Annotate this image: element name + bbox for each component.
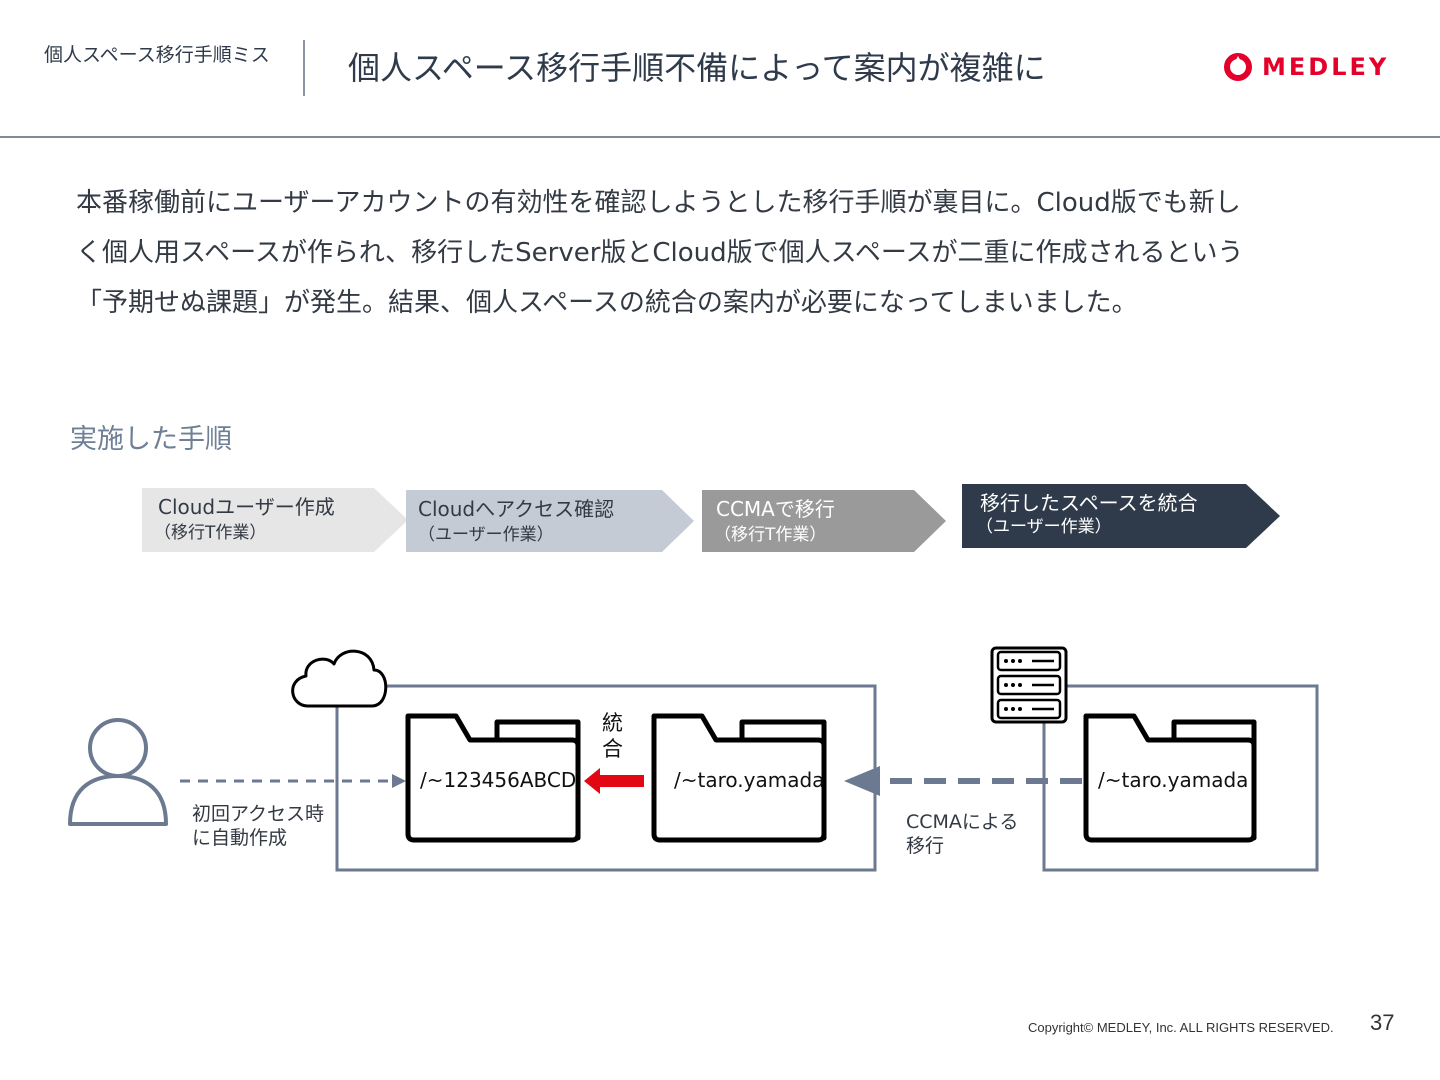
step-2-arrow-shape — [406, 490, 694, 552]
step-3-arrow-shape — [702, 490, 946, 552]
step-2: Cloudへアクセス確認 （ユーザー作業） — [406, 490, 694, 554]
server-icon — [990, 646, 1068, 724]
cloud-migrated-folder-path: /~taro.yamada — [674, 768, 825, 792]
step-2-label: Cloudへアクセス確認 — [418, 497, 615, 521]
body-line: く個人用スペースが作られ、移行したServer版とCloud版で個人スペースが二… — [76, 238, 1244, 268]
ccma-migration-arrow — [844, 766, 1086, 796]
folder-icon-cloud-new — [405, 713, 581, 843]
section-label: 個人スペース移行手順ミス — [44, 44, 270, 66]
server-folder-path: /~taro.yamada — [1098, 768, 1249, 792]
step-1-arrow-shape — [142, 488, 408, 552]
step-2-sub: （ユーザー作業） — [418, 525, 554, 545]
step-3: CCMAで移行 （移行T作業） — [702, 490, 946, 554]
body-line: 「予期せぬ課題」が発生。結果、個人スペースの統合の案内が必要になってしまいました… — [76, 288, 1138, 318]
cloud-icon — [291, 649, 388, 708]
body-paragraph: 本番稼働前にユーザーアカウントの有効性を確認しようとした移行手順が裏目に。Clo… — [76, 178, 1366, 328]
step-3-sub: （移行T作業） — [714, 525, 827, 545]
merge-label: 統合 — [602, 711, 623, 761]
step-4-label: 移行したスペースを統合 — [980, 491, 1198, 515]
step-4-sub: （ユーザー作業） — [976, 517, 1112, 537]
auto-create-caption: 初回アクセス時に自動作成 — [192, 803, 325, 849]
auto-create-arrow — [180, 774, 406, 788]
brand-logo: MEDLEY — [1222, 50, 1389, 84]
folder-icon-cloud-migrated — [651, 713, 827, 843]
step-4: 移行したスペースを統合 （ユーザー作業） — [962, 484, 1280, 548]
page-title: 個人スペース移行手順不備によって案内が複雑に — [348, 49, 1046, 87]
medley-logo-icon — [1224, 53, 1252, 81]
procedure-heading: 実施した手順 — [70, 424, 232, 455]
merge-arrow — [584, 768, 644, 794]
copyright: Copyright© MEDLEY, Inc. ALL RIGHTS RESER… — [1028, 1020, 1334, 1035]
folder-icon-server — [1083, 713, 1257, 843]
page-number: 37 — [1370, 1010, 1395, 1035]
body-line: 本番稼働前にユーザーアカウントの有効性を確認しようとした移行手順が裏目に。Clo… — [76, 188, 1241, 218]
ccma-caption: CCMAによる移行 — [906, 811, 1019, 857]
step-3-label: CCMAで移行 — [716, 497, 835, 521]
step-1: Cloudユーザー作成 （移行T作業） — [142, 488, 408, 552]
cloud-new-folder-path: /~123456ABCD — [420, 768, 577, 792]
step-4-arrow-shape — [962, 484, 1280, 548]
step-1-label: Cloudユーザー作成 — [158, 495, 335, 519]
header-rule — [0, 136, 1440, 138]
step-1-sub: （移行T作業） — [154, 523, 267, 543]
brand-name: MEDLEY — [1262, 53, 1390, 81]
user-icon — [68, 718, 168, 826]
header-divider — [303, 40, 305, 96]
